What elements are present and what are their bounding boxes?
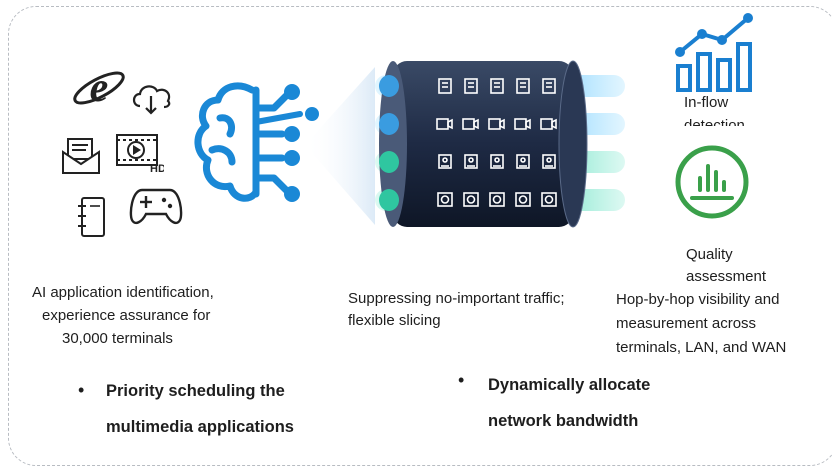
quality-assessment-label: Quality assessment [686,244,766,288]
inflow-detection-label: In-flow detection [684,92,764,126]
inflow-line1: In-flow [684,94,729,111]
chart-growth-icon [672,8,762,92]
left-caption-line1: AI application identification, [32,284,214,301]
left-bullet: • [78,380,85,400]
left-bold-line1: Priority scheduling the [106,382,285,400]
middle-bold-line2: network bandwidth [488,412,639,430]
svg-text:e: e [90,65,109,111]
right-caption-line1: Hop-by-hop visibility and [616,291,780,308]
ie-browser-icon: e [70,64,128,112]
quality-gauge-icon [672,142,752,226]
quality-line2: assessment [686,267,767,285]
hd-video-icon: HD [114,132,164,174]
quality-line1: Quality [686,246,733,263]
svg-text:HD: HD [150,163,164,174]
left-caption: AI application identification, experienc… [32,282,292,350]
middle-bullet: • [458,370,465,390]
notebook-icon [74,192,108,242]
left-bold-line2: multimedia applications [106,418,294,436]
left-caption-line3: 30,000 terminals [62,329,173,347]
gamepad-icon [128,184,184,228]
inflow-line2: detection [684,116,745,127]
left-caption-line2: experience assurance for [42,306,211,324]
right-caption-line2: measurement across [616,315,757,332]
right-caption: Hop-by-hop visibility and measurement ac… [616,288,826,360]
mail-icon [60,136,102,176]
middle-bold-line1: Dynamically allocate [488,376,651,394]
middle-caption-line1: Suppressing no-important traffic; [348,290,565,307]
middle-caption: Suppressing no-important traffic; flexib… [348,288,623,332]
cloud-download-icon [130,80,174,116]
middle-caption-line2: flexible slicing [348,312,441,330]
traffic-pipe [305,55,635,235]
right-caption-line3: terminals, LAN, and WAN [616,339,787,356]
brain-ai-icon [190,78,330,208]
